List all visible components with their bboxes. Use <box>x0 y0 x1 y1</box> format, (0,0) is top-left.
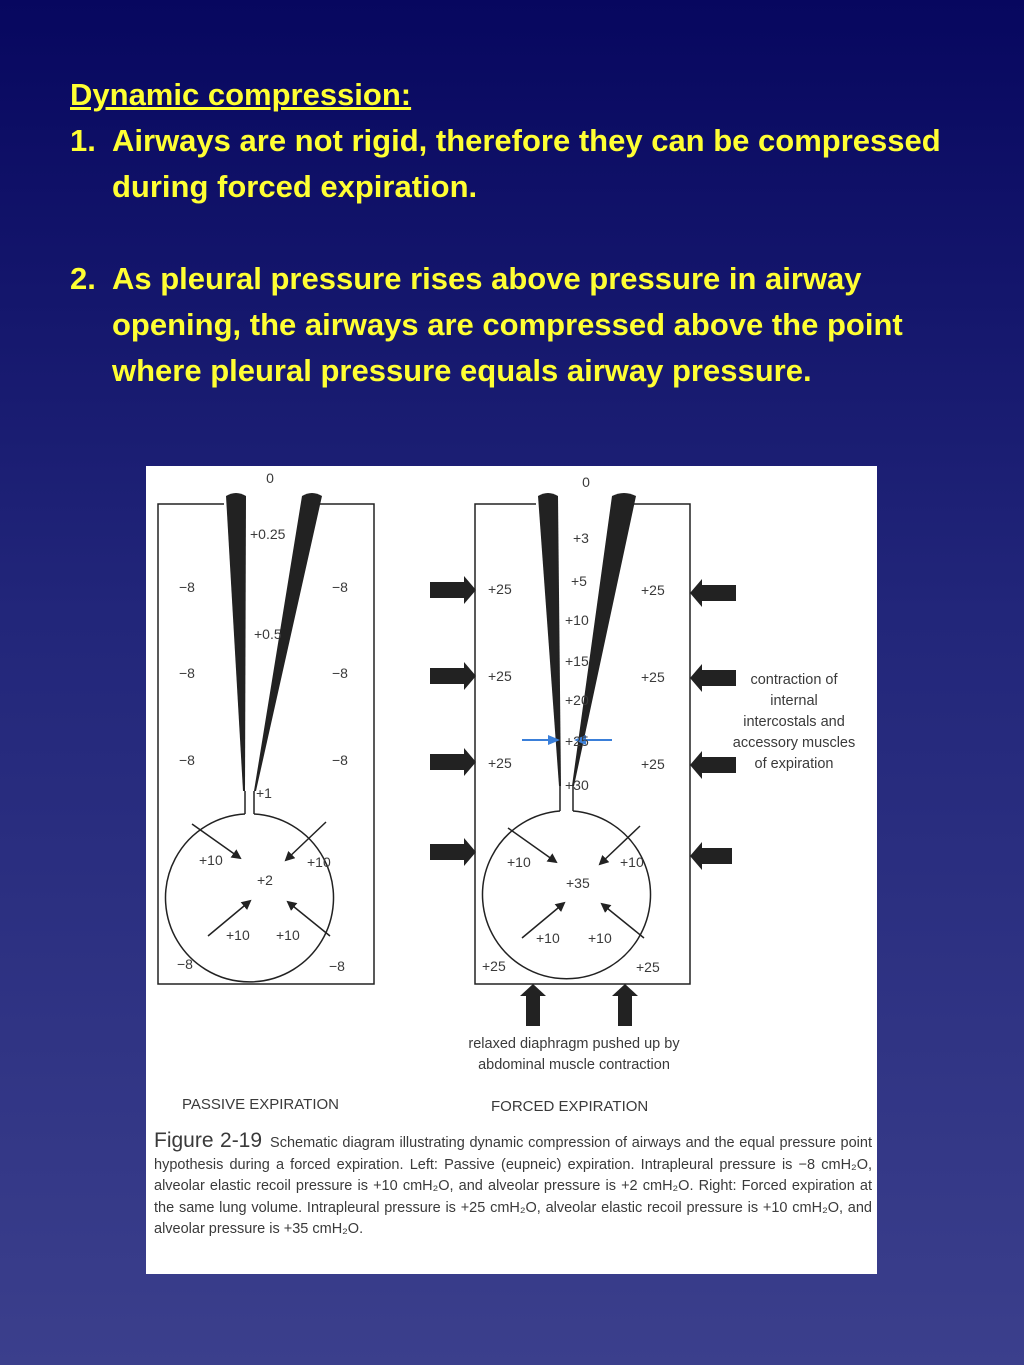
passive-recoil-pressure: +10 <box>307 854 331 870</box>
passive-pleural-pressure: −8 <box>179 752 195 768</box>
forced-chest-wall <box>474 503 691 985</box>
passive-recoil-pressure: +10 <box>276 927 300 943</box>
point-number: 2. <box>70 261 96 296</box>
forced-pleural-pressure: +25 <box>488 581 512 597</box>
side-note-line: accessory muscles <box>733 735 855 751</box>
forced-pleural-pressure: +25 <box>488 755 512 771</box>
forced-airway-left-wall <box>538 493 561 786</box>
passive-opening-pressure: 0 <box>266 470 274 486</box>
slide-text: Dynamic compression: 1. Airways are not … <box>70 72 970 394</box>
side-note-line: internal <box>770 693 818 709</box>
point-1: 1. Airways are not rigid, therefore they… <box>70 118 970 210</box>
passive-pleural-pressure: −8 <box>329 958 345 974</box>
passive-pleural-pressure: −8 <box>332 579 348 595</box>
forced-airway-pressure: +25 <box>565 733 589 749</box>
forced-opening-pressure: 0 <box>582 474 590 490</box>
side-note-line: contraction of <box>750 672 838 688</box>
forced-title: FORCED EXPIRATION <box>491 1098 648 1115</box>
forced-airway-pressure: +5 <box>571 573 587 589</box>
passive-airway-left-wall <box>226 493 246 791</box>
point-2: 2. As pleural pressure rises above press… <box>70 256 970 394</box>
figure-panel: 0 +0.25 +0.5 +1 −8 −8 −8 −8 −8 −8 −8 −8 … <box>146 466 877 1274</box>
slide-heading: Dynamic compression: <box>70 77 412 112</box>
side-note-line: of expiration <box>755 756 834 772</box>
passive-pleural-pressure: −8 <box>179 579 195 595</box>
forced-recoil-pressure: +10 <box>620 854 644 870</box>
passive-alveolus <box>164 813 335 983</box>
forced-pleural-pressure: +25 <box>641 582 665 598</box>
passive-airway-pressure: +1 <box>256 785 272 801</box>
point-text: Airways are not rigid, therefore they ca… <box>112 123 941 204</box>
passive-pleural-pressure: −8 <box>179 665 195 681</box>
forced-recoil-pressure: +10 <box>588 930 612 946</box>
bottom-note-line: abdominal muscle contraction <box>478 1057 670 1073</box>
passive-title: PASSIVE EXPIRATION <box>182 1096 339 1113</box>
side-note-line: intercostals and <box>743 714 845 730</box>
forced-alveolus <box>481 810 652 980</box>
forced-pleural-pressure: +25 <box>641 669 665 685</box>
forced-pleural-pressure: +25 <box>641 756 665 772</box>
bottom-note-line: relaxed diaphragm pushed up by <box>468 1036 680 1052</box>
passive-pleural-pressure: −8 <box>332 665 348 681</box>
passive-pleural-pressure: −8 <box>177 956 193 972</box>
passive-airway-right-wall <box>254 493 322 791</box>
caption-text: Schematic diagram illustrating dynamic c… <box>154 1135 872 1237</box>
forced-airway-right-wall <box>572 493 636 786</box>
forced-recoil-pressure: +10 <box>536 930 560 946</box>
forced-pleural-pressure: +25 <box>636 959 660 975</box>
passive-pleural-pressure: −8 <box>332 752 348 768</box>
passive-airway-pressure: +0.25 <box>250 526 286 542</box>
forced-airway-pressure: +30 <box>565 777 589 793</box>
passive-recoil-pressure: +10 <box>199 852 223 868</box>
forced-airway-pressure: +10 <box>565 612 589 628</box>
point-number: 1. <box>70 123 96 158</box>
airway-diagram: 0 +0.25 +0.5 +1 −8 −8 −8 −8 −8 −8 −8 −8 … <box>157 470 855 1115</box>
forced-airway-pressure: +3 <box>573 530 589 546</box>
forced-alveolar-pressure: +35 <box>566 875 590 891</box>
compression-arrows <box>430 576 736 1026</box>
passive-alveolar-pressure: +2 <box>257 872 273 888</box>
forced-pleural-pressure: +25 <box>482 958 506 974</box>
passive-recoil-pressure: +10 <box>226 927 250 943</box>
forced-airway-pressure: +15 <box>565 653 589 669</box>
forced-pleural-pressure: +25 <box>488 668 512 684</box>
passive-airway-pressure: +0.5 <box>254 626 282 642</box>
forced-recoil-pressure: +10 <box>507 854 531 870</box>
point-text: As pleural pressure rises above pressure… <box>112 261 903 388</box>
forced-airway-pressure: +20 <box>565 692 589 708</box>
passive-chest-wall <box>157 503 375 985</box>
figure-number: Figure 2-19 <box>154 1129 263 1152</box>
